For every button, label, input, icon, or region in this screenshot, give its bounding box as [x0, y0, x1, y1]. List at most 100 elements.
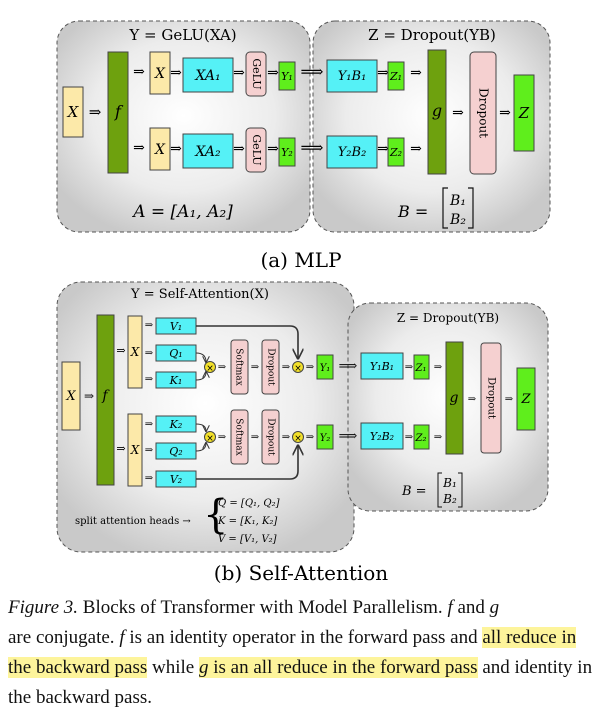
- mlp-arrow-x-f: ⇒: [89, 103, 102, 121]
- attn-k-equation: K = [K₁, K₂]: [217, 516, 277, 527]
- attn-q1-to-mul1: [195, 352, 206, 362]
- attn-arrow-x1-q1: ⇒: [145, 348, 154, 359]
- attn-f-label: f: [101, 388, 110, 404]
- caption-and: and: [452, 597, 490, 618]
- attn-mul4-symbol: ×: [294, 434, 302, 444]
- mlp-z2-label: Z₂: [389, 146, 402, 159]
- attn-v-equation: V = [V₁, V₂]: [218, 534, 277, 545]
- mlp-gelu2-label: GeLU: [250, 134, 263, 165]
- attn-arrow-x1-v1: ⇒: [145, 320, 154, 331]
- mlp-z2-box: [387, 137, 405, 167]
- attn-split-label: split attention heads →: [75, 516, 191, 527]
- mlp-a-equation: A = [A₁, A₂]: [131, 202, 233, 222]
- attn-arrow-softmax1-dropout: ⇒: [251, 362, 260, 373]
- caption-highlight-2: g is an all reduce in the forward pass: [199, 657, 478, 678]
- mlp-dropout-label: Dropout: [477, 88, 491, 138]
- mlp-arrow-f-x1: ⇒: [133, 64, 145, 80]
- mlp-xa1-box: [182, 57, 234, 93]
- mlp-arrow-y2-y2b2: ⟹: [301, 138, 324, 157]
- mlp-arrow-g-dropout: ⇒: [452, 105, 464, 121]
- attn-arrow-dropout2-mul: ⇒: [282, 432, 291, 443]
- mlp-x1-box: [149, 51, 171, 95]
- attn-dropout-label: Dropout: [486, 377, 497, 419]
- attn-z2-label: Z₂: [415, 433, 427, 444]
- mlp-b-equation-lhs: B =: [397, 202, 428, 221]
- mlp-right-title: Z = Dropout(YB): [368, 26, 496, 44]
- mlp-dropout-box: [469, 51, 497, 175]
- attn-dropout2-box: [261, 409, 280, 465]
- mlp-arrow-z1-g: ⇒: [410, 65, 422, 81]
- attn-q1-label: Q₁: [169, 347, 182, 360]
- attn-y1-label: Y₁: [320, 363, 331, 374]
- mlp-xa1-label: XA₁: [194, 68, 220, 84]
- mlp-subcaption: (a) MLP: [260, 248, 341, 272]
- mlp-z1-label: Z₁: [389, 70, 402, 83]
- attn-left-title: Y = Self-Attention(X): [130, 287, 269, 302]
- mlp-b-bracket-right: [468, 187, 474, 229]
- attn-b-bracket-left: [437, 472, 442, 508]
- attn-x1-box: [127, 315, 143, 389]
- mlp-arrow-y1-y1b1: ⟹: [301, 62, 324, 81]
- caption-f-2: f: [119, 627, 125, 648]
- mlp-left-title: Y = GeLU(XA): [128, 26, 236, 44]
- mlp-x-label: X: [67, 103, 80, 121]
- mlp-g-box: [427, 49, 447, 175]
- mlp-xa2-label: XA₂: [194, 144, 221, 160]
- attn-k1-to-mul1: [195, 372, 206, 381]
- attn-arrow-mul-y2: ⇒: [306, 432, 315, 443]
- mlp-arrow-gelu2-y2: ⇒: [267, 141, 279, 157]
- attn-dropout2-label: Dropout: [266, 418, 276, 456]
- attn-x1-label: X: [130, 345, 140, 359]
- attn-z-box: [516, 367, 536, 431]
- mlp-arrow-f-x2: ⇒: [133, 140, 145, 156]
- mlp-z-box: [513, 74, 535, 152]
- attn-mul2-icon: [292, 361, 304, 373]
- attn-subcaption: (b) Self-Attention: [214, 561, 389, 585]
- attn-arrow-x2-q2: ⇒: [145, 445, 154, 456]
- attn-split-brace: {: [203, 492, 228, 538]
- attn-y2-box: [316, 424, 334, 450]
- attn-mul1-icon: [204, 361, 216, 373]
- attn-dropout1-label: Dropout: [266, 348, 276, 386]
- attn-dropout1-box: [261, 339, 280, 395]
- attn-arrow-y2b2-z2: ⇒: [405, 432, 414, 443]
- mlp-x2-label: X: [154, 142, 166, 158]
- attn-z2-box: [413, 424, 430, 450]
- attn-arrow-x1-k1: ⇒: [145, 374, 154, 385]
- mlp-arrow-xa2-gelu: ⇒: [233, 141, 245, 157]
- attn-right-title: Z = Dropout(YB): [397, 311, 499, 325]
- attn-mul4-icon: [292, 431, 304, 443]
- mlp-b1-label: B₁: [449, 193, 466, 209]
- mlp-y1b1-box: [326, 59, 378, 93]
- mlp-arrow-x2-xa2: ⇒: [170, 141, 182, 157]
- mlp-arrow-xa1-gelu: ⇒: [233, 65, 245, 81]
- mlp-y2-label: Y₂: [281, 146, 293, 159]
- attn-arrow-y2-y2b2: ⟹: [339, 429, 358, 444]
- attn-g-box: [445, 341, 464, 455]
- attn-z1-label: Z₁: [415, 363, 427, 374]
- mlp-left-panel: [56, 20, 311, 233]
- attn-mul1-symbol: ×: [206, 364, 214, 374]
- mlp-y1b1-label: Y₁B₁: [338, 69, 367, 84]
- attn-k2-label: K₂: [169, 418, 183, 431]
- mlp-gelu1-box: [245, 51, 267, 97]
- mlp-f-label: f: [114, 102, 124, 121]
- mlp-y2b2-box: [326, 135, 378, 169]
- attn-arrow-y1-y1b1: ⟹: [339, 359, 358, 374]
- attn-arrow-x-f: ⇒: [84, 389, 94, 403]
- attn-k1-label: K₁: [169, 374, 183, 387]
- caption-while: while: [147, 657, 199, 678]
- attn-x-label: X: [65, 389, 76, 404]
- mlp-arrow-x1-xa1: ⇒: [170, 65, 182, 81]
- attn-k2-to-mul1: [195, 423, 206, 431]
- attn-y1b1-label: Y₁B₁: [370, 360, 394, 373]
- attn-dropout-box: [480, 342, 502, 454]
- attn-z-label: Z: [520, 392, 531, 407]
- attn-y2-label: Y₂: [320, 433, 331, 444]
- attn-arrow-f-x2: ⇒: [116, 442, 125, 455]
- attn-q-equation: Q = [Q₁, Q₂]: [218, 498, 280, 509]
- mlp-gelu2-box: [245, 127, 267, 173]
- attn-v1-to-mul: [196, 325, 298, 358]
- mlp-z1-box: [387, 61, 405, 91]
- attn-y1b1-box: [360, 352, 404, 380]
